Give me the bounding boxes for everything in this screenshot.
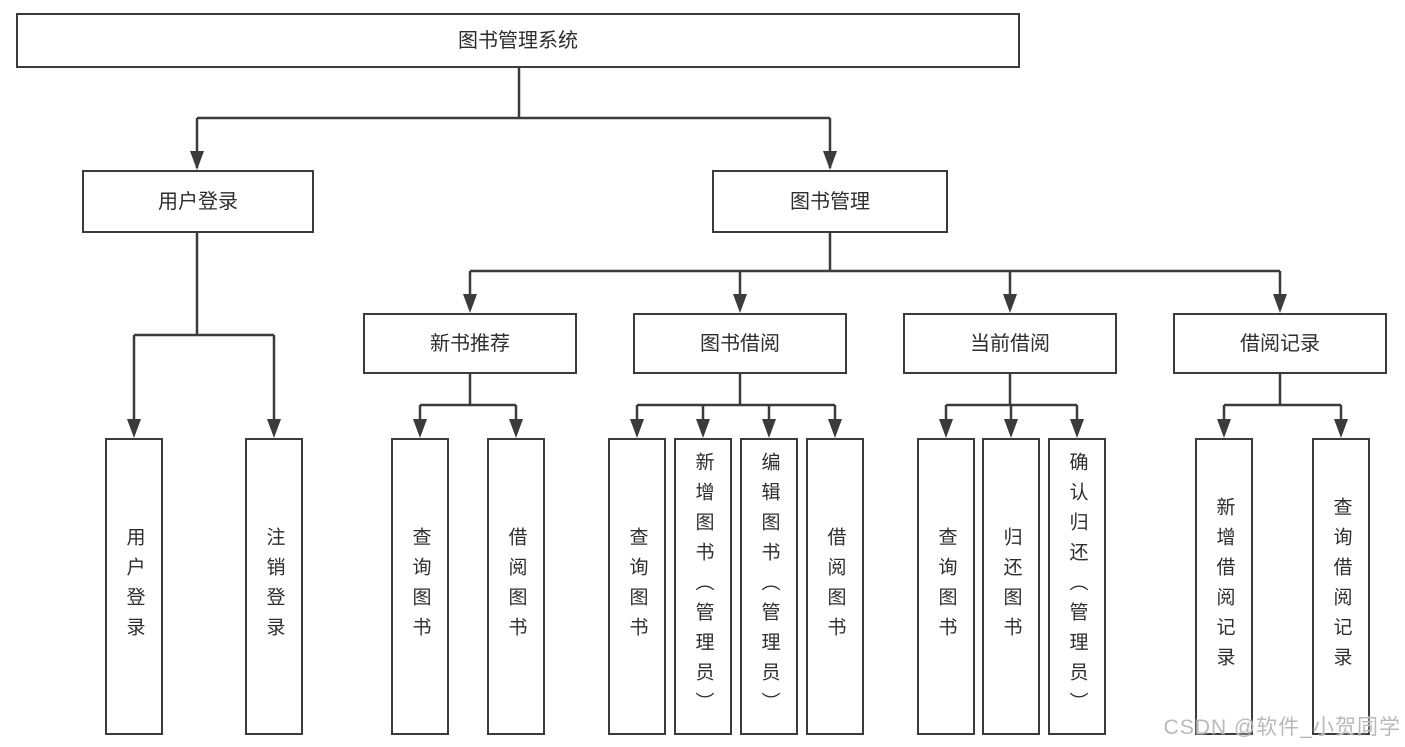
leaf-query-borrow-record: 查询借阅记录 bbox=[1312, 438, 1370, 735]
node-label: 确认归还（管理员） bbox=[1066, 451, 1088, 722]
node-label: 用户登录 bbox=[123, 526, 145, 647]
leaf-add-borrow-record: 新增借阅记录 bbox=[1195, 438, 1253, 735]
node-current-borrowing: 当前借阅 bbox=[903, 313, 1117, 374]
node-label: 新书推荐 bbox=[430, 332, 510, 355]
node-label: 借阅图书 bbox=[824, 526, 846, 647]
node-library-management-system: 图书管理系统 bbox=[16, 13, 1020, 68]
node-label: 图书管理 bbox=[790, 190, 870, 213]
node-label: 查询借阅记录 bbox=[1330, 496, 1352, 677]
node-label: 当前借阅 bbox=[970, 332, 1050, 355]
node-book-borrowing: 图书借阅 bbox=[633, 313, 847, 374]
node-label: 借阅图书 bbox=[505, 526, 527, 647]
node-label: 新增图书（管理员） bbox=[692, 451, 714, 722]
node-user-login: 用户登录 bbox=[82, 170, 314, 233]
node-label: 用户登录 bbox=[158, 190, 238, 213]
node-label: 图书借阅 bbox=[700, 332, 780, 355]
node-label: 查询图书 bbox=[626, 526, 648, 647]
node-borrowing-records: 借阅记录 bbox=[1173, 313, 1387, 374]
leaf-logout: 注销登录 bbox=[245, 438, 303, 735]
leaf-user-login: 用户登录 bbox=[105, 438, 163, 735]
arrowheads bbox=[127, 151, 1348, 438]
node-label: 新增借阅记录 bbox=[1213, 496, 1235, 677]
leaf-add-books-admin: 新增图书（管理员） bbox=[674, 438, 732, 735]
leaf-edit-books-admin: 编辑图书（管理员） bbox=[740, 438, 798, 735]
leaf-query-books-borrow: 查询图书 bbox=[608, 438, 666, 735]
leaf-borrow-books-recommend: 借阅图书 bbox=[487, 438, 545, 735]
leaf-borrow-books: 借阅图书 bbox=[806, 438, 864, 735]
csdn-watermark: CSDN @软件_小贺同学 bbox=[1163, 716, 1401, 739]
node-label: 借阅记录 bbox=[1240, 332, 1320, 355]
node-label: 归还图书 bbox=[1000, 526, 1022, 647]
node-label: 图书管理系统 bbox=[458, 29, 578, 52]
leaf-confirm-return-admin: 确认归还（管理员） bbox=[1048, 438, 1106, 735]
node-new-book-recommendation: 新书推荐 bbox=[363, 313, 577, 374]
node-label: 注销登录 bbox=[263, 526, 285, 647]
node-book-management: 图书管理 bbox=[712, 170, 948, 233]
node-label: 查询图书 bbox=[409, 526, 431, 647]
node-label: 编辑图书（管理员） bbox=[758, 451, 780, 722]
node-label: 查询图书 bbox=[935, 526, 957, 647]
leaf-query-books-recommend: 查询图书 bbox=[391, 438, 449, 735]
leaf-return-books: 归还图书 bbox=[982, 438, 1040, 735]
leaf-query-books-current: 查询图书 bbox=[917, 438, 975, 735]
